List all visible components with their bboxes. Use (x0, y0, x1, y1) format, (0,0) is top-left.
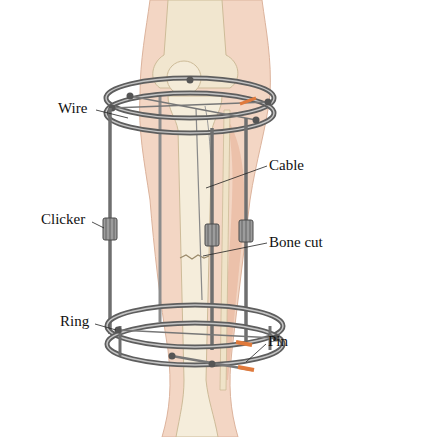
leader-line (92, 222, 104, 228)
wire (118, 330, 276, 338)
bolt (265, 99, 272, 106)
ring (107, 305, 283, 347)
leader-line (206, 166, 267, 188)
ring (106, 93, 274, 133)
wire (130, 96, 256, 120)
pin-tip (240, 98, 256, 104)
part-label: Pin (268, 333, 288, 350)
ring (107, 323, 283, 365)
bolt (127, 93, 134, 100)
clicker (103, 218, 117, 240)
part-label: Bone cut (269, 234, 323, 251)
leader-line (95, 324, 116, 330)
clicker (239, 220, 253, 242)
leader-line (203, 243, 267, 256)
bolt (169, 353, 176, 360)
bolt (187, 77, 194, 84)
part-label: Wire (58, 100, 87, 117)
cable (196, 108, 202, 300)
part-label: Ring (60, 313, 89, 330)
part-label: Clicker (41, 211, 85, 228)
rod (159, 95, 162, 322)
leader-line (246, 344, 266, 362)
ring (107, 305, 283, 347)
ring (107, 323, 283, 365)
leg-skin (140, 0, 271, 437)
clicker (205, 224, 219, 246)
tibia (168, 96, 222, 437)
pin-tip (236, 342, 252, 345)
part-label: Cable (269, 157, 304, 174)
leader-line (96, 110, 128, 118)
ring (106, 93, 274, 133)
bolt (209, 361, 216, 368)
pin-tip (238, 367, 254, 370)
bolt (253, 117, 260, 124)
